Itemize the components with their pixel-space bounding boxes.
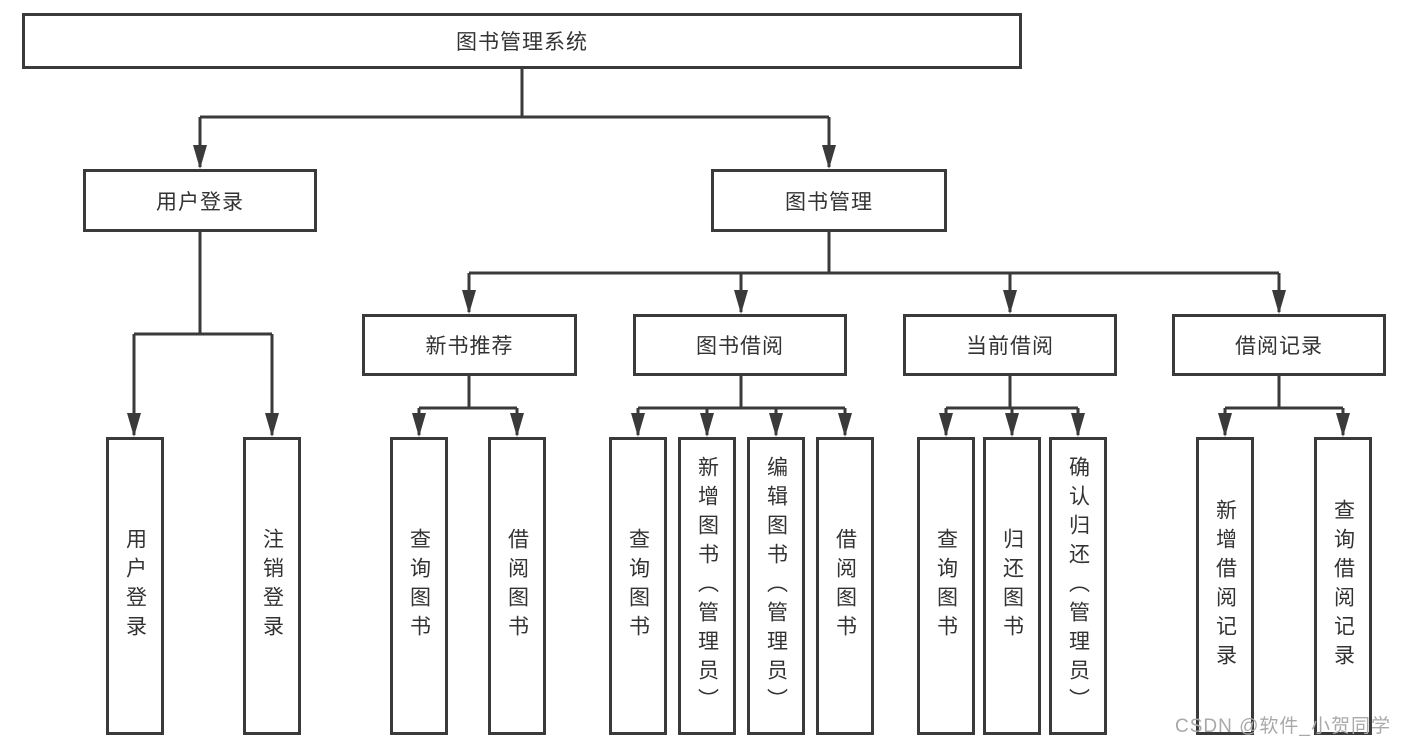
arrow-down-icon [193, 145, 207, 169]
leaf-label: 新增图书（管理员） [695, 455, 719, 717]
arrow-down-icon [734, 290, 748, 314]
connector-book-borrowing-to-leaves [631, 376, 852, 437]
leaf-label: 查询图书 [934, 528, 958, 644]
arrow-down-icon [838, 413, 852, 437]
arrow-down-icon [412, 413, 426, 437]
arrow-down-icon [265, 413, 279, 437]
node-book-borrowing: 图书借阅 [633, 314, 847, 376]
csdn-watermark: CSDN @软件_小贺同学 [1175, 716, 1391, 737]
arrow-down-icon [1272, 290, 1286, 314]
leaf-label: 借阅图书 [833, 528, 857, 644]
node-current-borrowing: 当前借阅 [903, 314, 1117, 376]
connector-new-book-recommend-to-leaves [412, 376, 524, 437]
connector-user-login-to-leaves [127, 232, 279, 437]
leaf-query-books: 查询图书 [609, 437, 667, 735]
node-user-login: 用户登录 [83, 169, 317, 232]
arrow-down-icon [1336, 413, 1350, 437]
leaf-label: 归还图书 [1000, 528, 1024, 644]
leaf-label: 借阅图书 [505, 528, 529, 644]
leaf-return-books: 归还图书 [983, 437, 1041, 735]
leaf-edit-book-admin: 编辑图书（管理员） [747, 437, 805, 735]
leaf-confirm-return-admin: 确认归还（管理员） [1049, 437, 1107, 735]
leaf-label: 查询图书 [626, 528, 650, 644]
arrow-down-icon [631, 413, 645, 437]
arrow-down-icon [510, 413, 524, 437]
arrow-down-icon [700, 413, 714, 437]
arrow-down-icon [127, 413, 141, 437]
leaf-label: 新增借阅记录 [1213, 499, 1237, 673]
node-borrowing-records: 借阅记录 [1172, 314, 1386, 376]
connector-book-management-to-level3 [462, 232, 1286, 314]
leaf-logout: 注销登录 [243, 437, 301, 735]
connector-root-to-level2 [193, 69, 836, 169]
connector-current-borrowing-to-leaves [939, 376, 1085, 437]
arrow-down-icon [1005, 413, 1019, 437]
leaf-query-books: 查询图书 [917, 437, 975, 735]
leaf-user-login: 用户登录 [106, 437, 164, 735]
arrow-down-icon [822, 145, 836, 169]
arrow-down-icon [1003, 290, 1017, 314]
leaf-label: 查询借阅记录 [1331, 499, 1355, 673]
node-library-system: 图书管理系统 [22, 13, 1022, 69]
arrow-down-icon [769, 413, 783, 437]
connector-borrowing-records-to-leaves [1218, 376, 1350, 437]
node-new-book-recommend: 新书推荐 [362, 314, 577, 376]
leaf-query-borrow-record: 查询借阅记录 [1314, 437, 1372, 735]
arrow-down-icon [1218, 413, 1232, 437]
leaf-label: 用户登录 [123, 528, 147, 644]
node-book-management: 图书管理 [711, 169, 947, 232]
leaf-label: 确认归还（管理员） [1066, 455, 1090, 717]
leaf-borrow-books: 借阅图书 [816, 437, 874, 735]
leaf-add-borrow-record: 新增借阅记录 [1196, 437, 1254, 735]
leaf-label: 编辑图书（管理员） [764, 455, 788, 717]
leaf-add-book-admin: 新增图书（管理员） [678, 437, 736, 735]
leaf-label: 查询图书 [407, 528, 431, 644]
arrow-down-icon [462, 290, 476, 314]
leaf-label: 注销登录 [260, 528, 284, 644]
arrow-down-icon [939, 413, 953, 437]
arrow-down-icon [1071, 413, 1085, 437]
leaf-query-books: 查询图书 [390, 437, 448, 735]
leaf-borrow-books: 借阅图书 [488, 437, 546, 735]
